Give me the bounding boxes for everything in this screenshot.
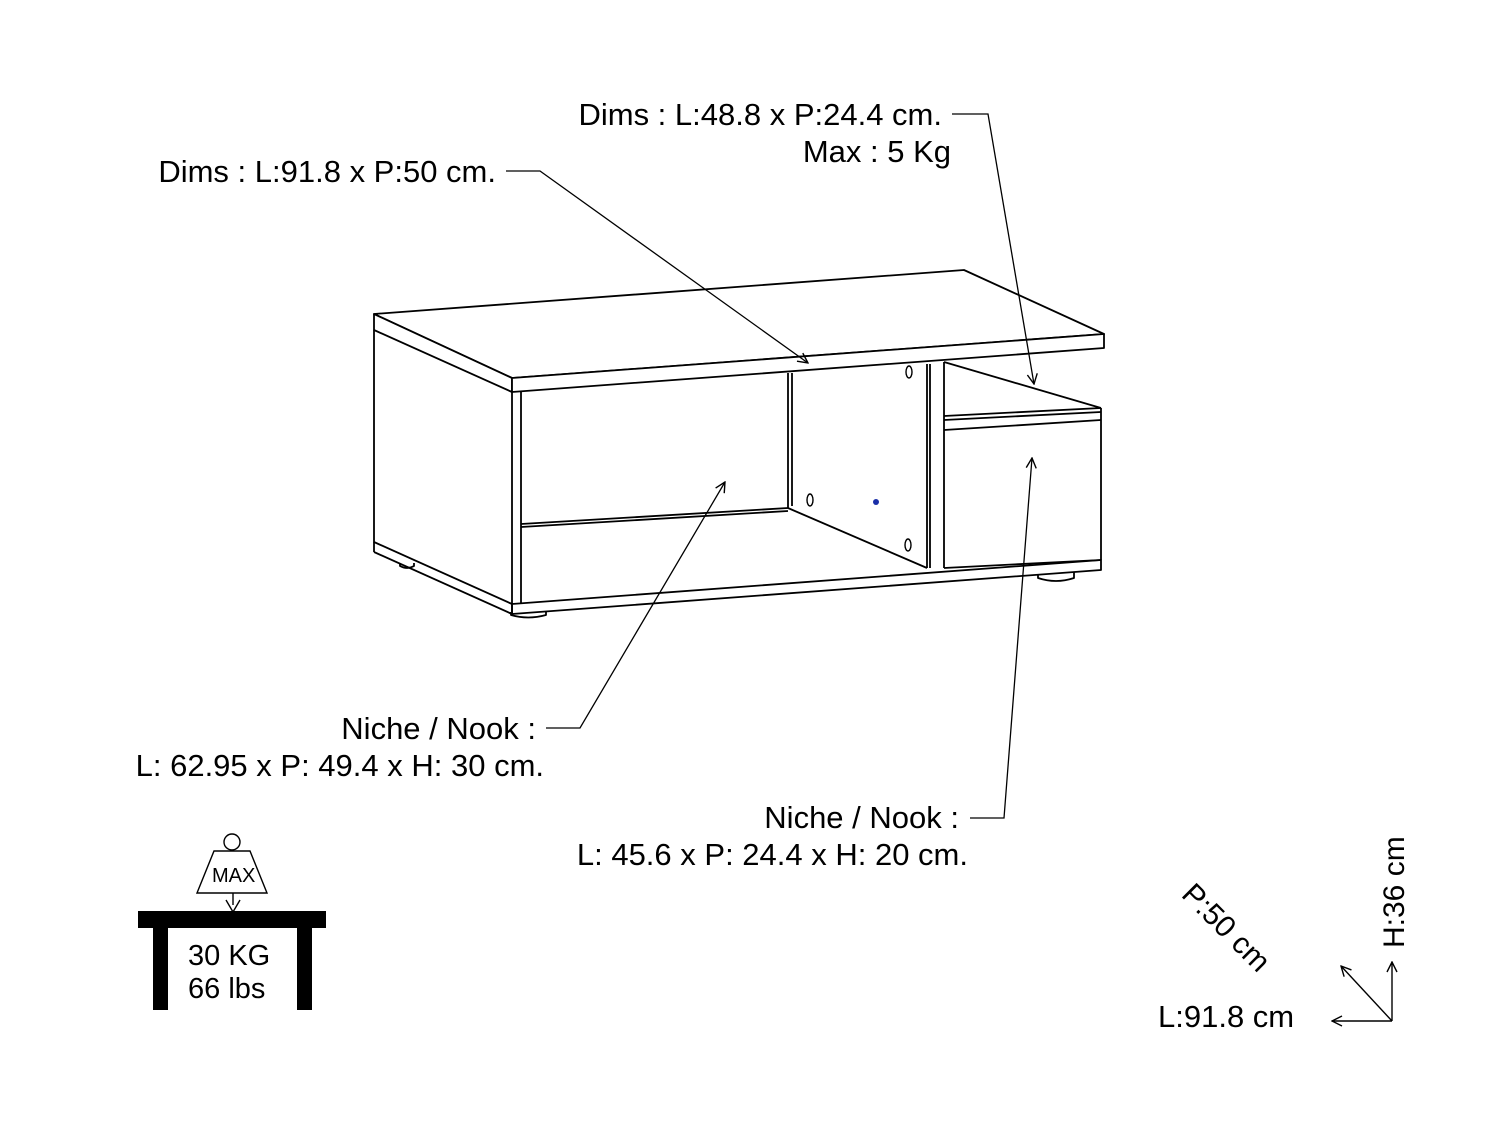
large-niche-dims: L: 62.95 x P: 49.4 x H: 30 cm. bbox=[135, 748, 544, 783]
top-shelf-dims: Dims : L:48.8 x P:24.4 cm. bbox=[578, 97, 942, 132]
table-feet bbox=[399, 563, 1075, 619]
small-niche-title: Niche / Nook : bbox=[764, 800, 959, 835]
top-panel-dims: Dims : L:91.8 x P:50 cm. bbox=[158, 154, 496, 189]
divider-panel bbox=[926, 362, 945, 568]
overall-height: H:36 cm bbox=[1378, 836, 1411, 948]
max-load-kg: 30 KG bbox=[188, 940, 271, 972]
large-niche-title: Niche / Nook : bbox=[341, 711, 536, 746]
overall-length: L:91.8 cm bbox=[1158, 999, 1295, 1034]
bottom-panel bbox=[373, 542, 1102, 615]
leader-top-shelf bbox=[952, 113, 1034, 384]
top-shelf-max-load: Max : 5 Kg bbox=[802, 134, 951, 169]
table-top-panel bbox=[373, 269, 1105, 393]
small-niche-outline bbox=[943, 361, 1102, 569]
marker-dot bbox=[873, 499, 879, 505]
leader-top-panel bbox=[506, 170, 808, 363]
max-load-lbs: 66 lbs bbox=[188, 973, 266, 1005]
assembly-holes bbox=[806, 365, 913, 552]
leader-small-niche bbox=[970, 458, 1032, 819]
large-niche-outline bbox=[520, 373, 928, 569]
max-load-icon bbox=[138, 833, 326, 1010]
leader-large-niche bbox=[546, 482, 725, 729]
max-badge-label: MAX bbox=[212, 865, 256, 887]
small-niche-dims: L: 45.6 x P: 24.4 x H: 20 cm. bbox=[576, 837, 968, 872]
orientation-axes-icon bbox=[1332, 962, 1392, 1021]
